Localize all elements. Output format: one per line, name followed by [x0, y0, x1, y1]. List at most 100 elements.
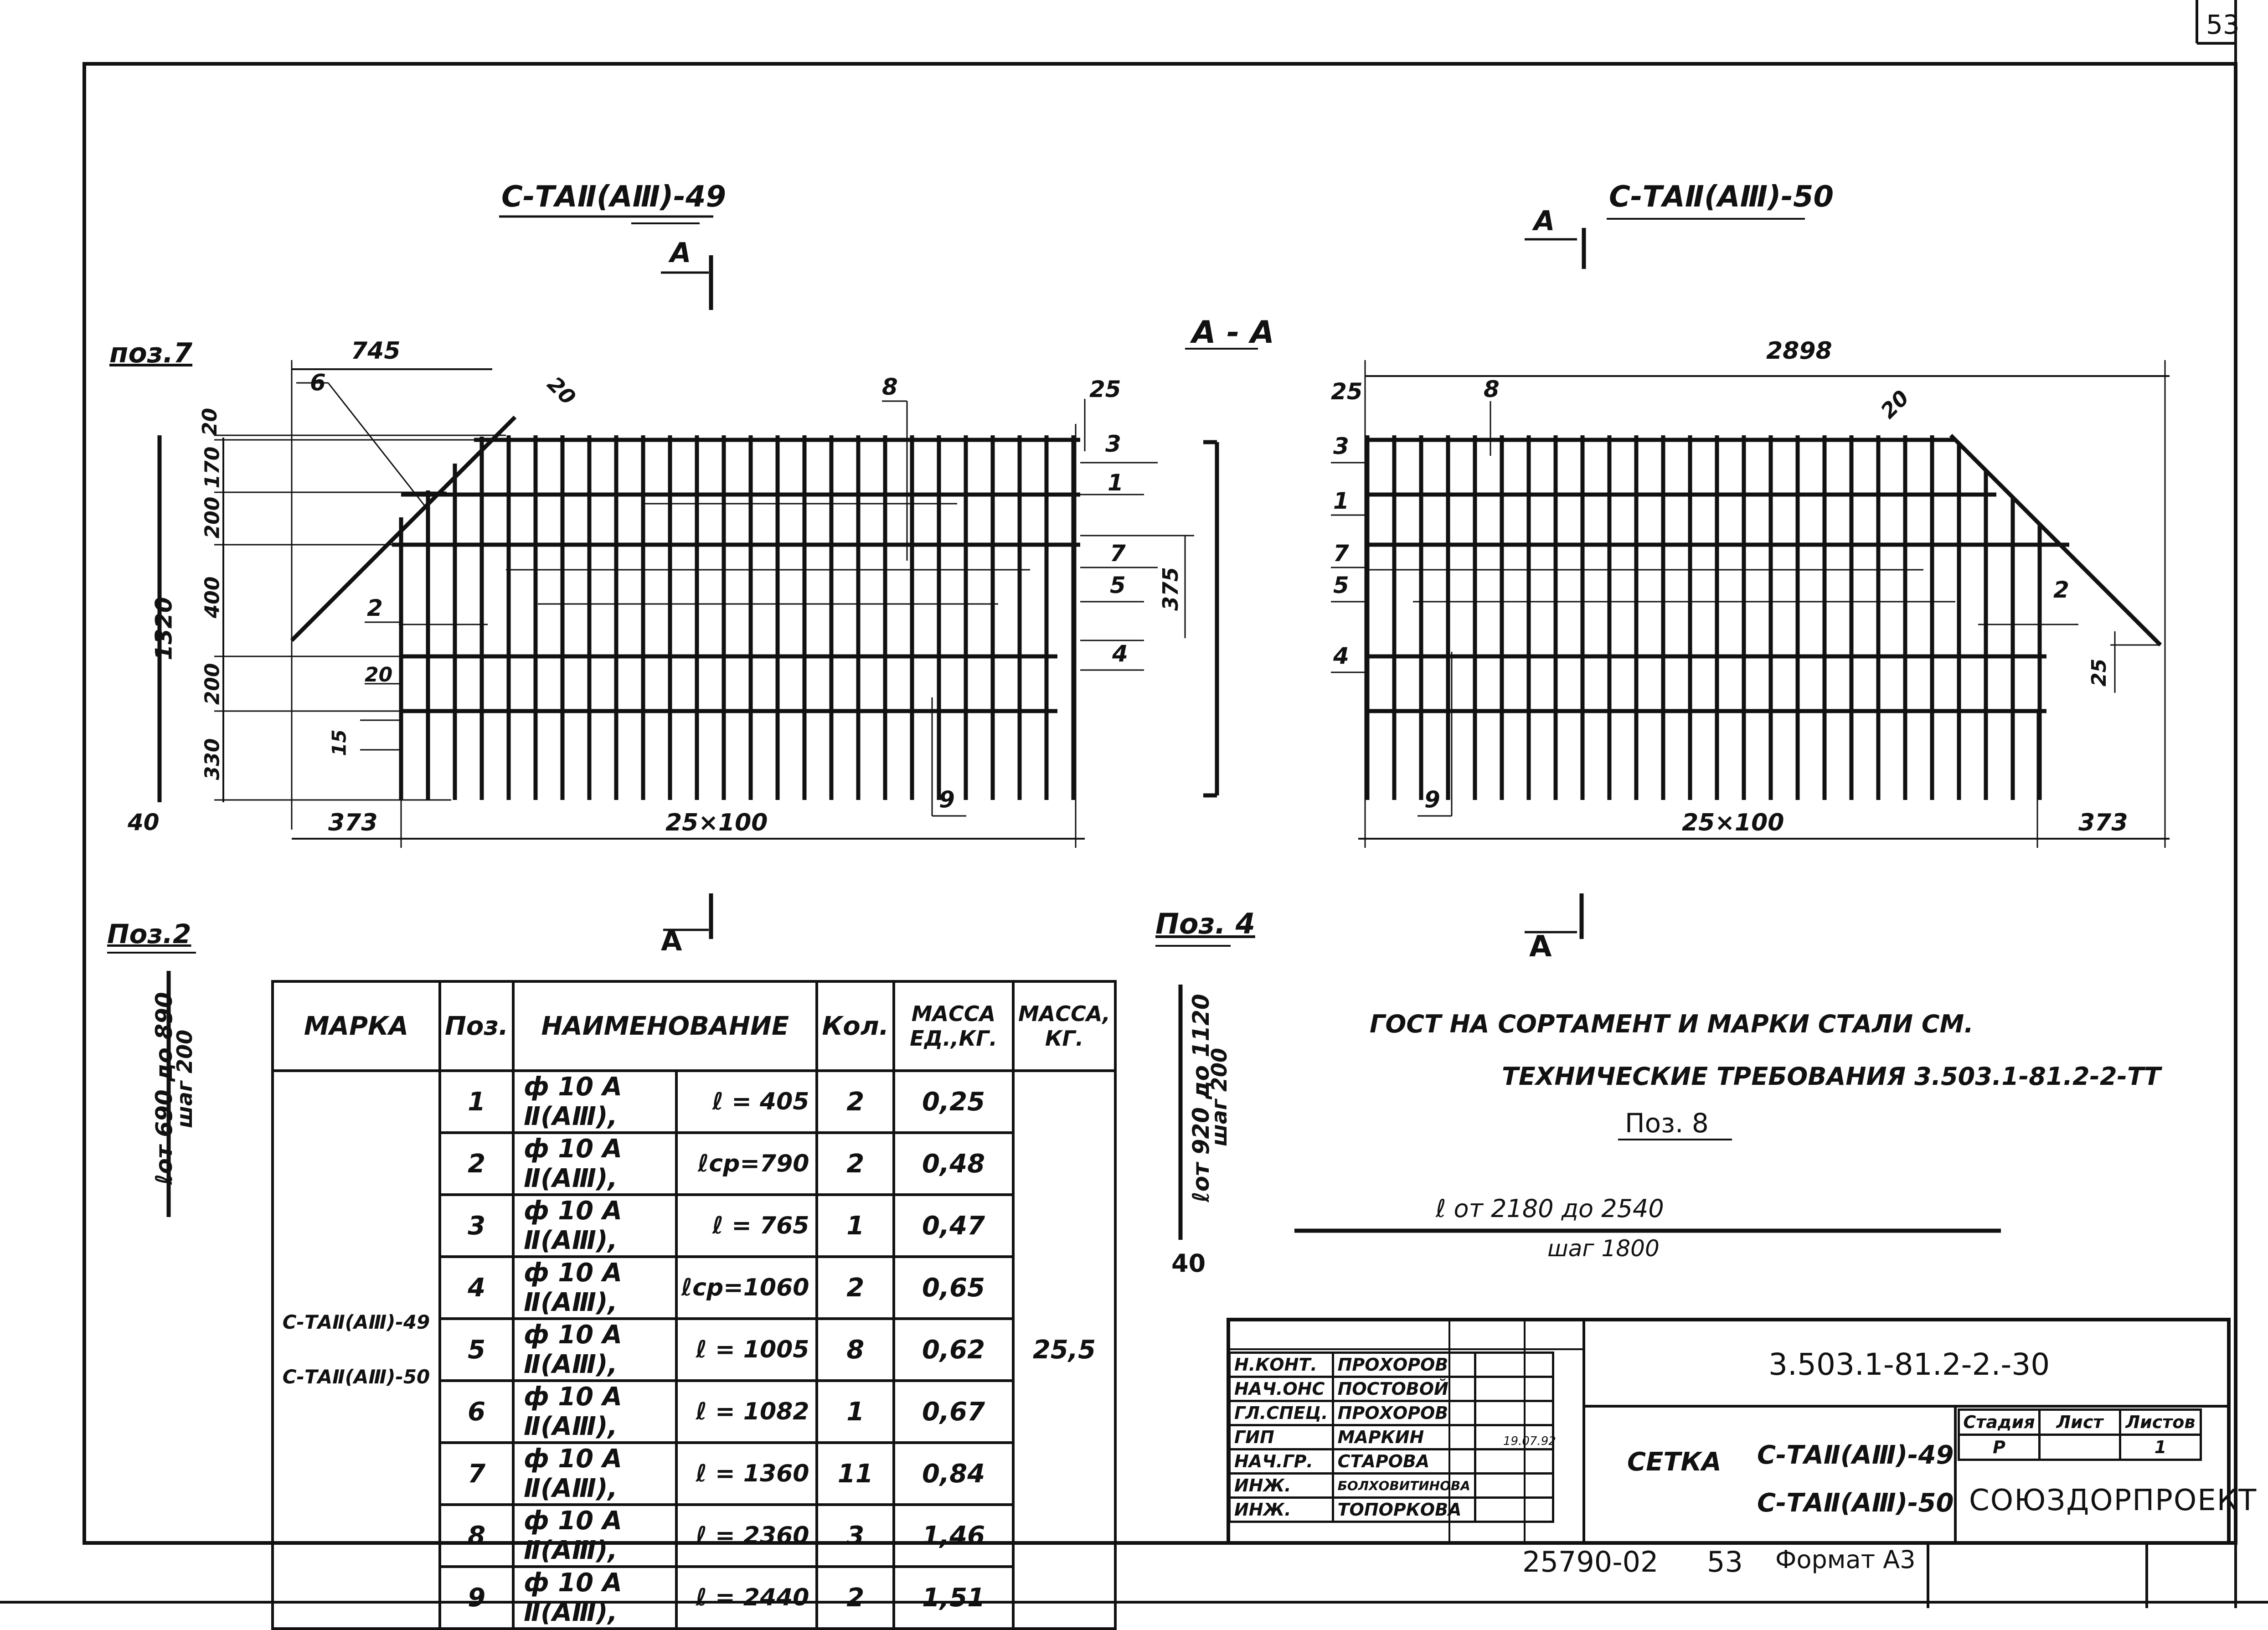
pos-bars	[107, 945, 2001, 1240]
item-mark-1: С-ТАⅡ(АⅢ)-49	[1757, 1440, 1954, 1470]
pos4-step: шаг 200	[1207, 1048, 1232, 1146]
spec-qty: 2	[815, 1565, 896, 1630]
signature-mark	[1474, 1448, 1554, 1475]
spec-header-mark: МАРКА	[271, 980, 441, 1072]
dim-9-right: 9	[1424, 786, 1440, 813]
spec-header-row: МАРКА Поз. НАИМЕНОВАНИЕ Кол. МАССА ЕД.,К…	[271, 980, 1117, 1072]
signature-name: ПРОХОРОВ	[1331, 1400, 1476, 1426]
dim-v200b: 200	[201, 663, 224, 705]
spec-name: ф 10 А Ⅱ(АⅢ),	[512, 1565, 678, 1630]
spec-length: ℓ = 2440	[675, 1565, 819, 1630]
dim-h373-right: 373	[2078, 809, 2128, 836]
dim-375: 375	[1158, 567, 1183, 611]
spec-length: ℓ = 1005	[675, 1317, 819, 1382]
signature-role: ГЛ.СПЕЦ.	[1228, 1400, 1334, 1426]
pos4-dim-40: 40	[1171, 1249, 1206, 1278]
pos2-step: шаг 200	[172, 1030, 197, 1128]
signature-role: ИНЖ.	[1228, 1472, 1334, 1499]
signature-role: Н.КОНТ.	[1228, 1351, 1334, 1378]
signature-name: СТАРОВА	[1331, 1448, 1476, 1475]
spec-pos: 3	[438, 1193, 515, 1258]
spec-name: ф 10 А Ⅱ(АⅢ),	[512, 1379, 678, 1444]
spec-total-mass: 25,5	[1012, 1069, 1117, 1630]
signature-mark	[1474, 1472, 1554, 1499]
sheets-header: Листов	[2119, 1408, 2202, 1436]
spec-pos: 6	[438, 1379, 515, 1444]
dim-4-right: 4	[1333, 643, 1349, 669]
section-aa-line	[1185, 348, 1258, 798]
notes-line-2: ТЕХНИЧЕСКИЕ ТРЕБОВАНИЯ 3.503.1-81.2-2-ТТ	[1502, 1062, 2161, 1091]
spec-mark-1: С-ТАⅡ(АⅢ)-49	[282, 1311, 430, 1333]
dim-3-right: 3	[1333, 433, 1349, 459]
organization: СОЮЗДОРПРОЕКТ	[1969, 1484, 2258, 1517]
dim-1-left: 1	[1108, 469, 1124, 496]
dim-2898: 2898	[1766, 337, 1832, 365]
left-section-mark-bottom: А	[661, 925, 682, 957]
spec-mass-unit: 0,48	[892, 1131, 1015, 1196]
dim-2-right: 2	[2053, 577, 2069, 603]
dim-25-right-vert: 25	[2088, 658, 2111, 687]
signature-row: НАЧ.ГР.СТАРОВА	[1228, 1448, 1554, 1475]
left-mesh	[157, 215, 1194, 939]
pos8-step: шаг 1800	[1547, 1235, 1660, 1262]
spec-qty: 1	[815, 1193, 896, 1258]
spec-mass-unit: 0,67	[892, 1379, 1015, 1444]
spec-pos: 4	[438, 1255, 515, 1320]
spec-header-mass-unit: МАССА ЕД.,КГ.	[892, 980, 1015, 1072]
signature-mark	[1474, 1351, 1554, 1378]
signature-role: НАЧ.ГР.	[1228, 1448, 1334, 1475]
spec-length: ℓср=790	[675, 1131, 819, 1196]
spec-header-pos: Поз.	[438, 980, 515, 1072]
signature-role: ГИП	[1228, 1424, 1334, 1450]
dim-745: 745	[351, 337, 401, 365]
spec-length: ℓ = 765	[675, 1193, 819, 1258]
dim-v170: 170	[201, 446, 224, 489]
dim-v40: 40	[128, 809, 160, 836]
stage-value: Р	[1958, 1434, 2041, 1461]
pos4-label: Поз. 4	[1155, 907, 1255, 940]
spec-qty: 2	[815, 1255, 896, 1320]
spec-mass-unit: 0,84	[892, 1441, 1015, 1506]
spec-mass-unit: 1,51	[892, 1565, 1015, 1630]
spec-pos: 5	[438, 1317, 515, 1382]
sheets-value: 1	[2119, 1434, 2202, 1461]
dim-25-left: 25	[1089, 376, 1121, 402]
spec-pos: 8	[438, 1503, 515, 1568]
signature-mark	[1474, 1424, 1554, 1450]
right-section-mark-bottom: А	[1529, 930, 1552, 964]
signature-mark	[1474, 1496, 1554, 1523]
spec-name: ф 10 А Ⅱ(АⅢ),	[512, 1441, 678, 1506]
dim-v400: 400	[201, 576, 224, 619]
spec-name: ф 10 А Ⅱ(АⅢ),	[512, 1069, 678, 1134]
inventory-number: 25790-02	[1522, 1545, 1659, 1578]
dim-v200a: 200	[201, 496, 224, 539]
signature-name: МАРКИН	[1331, 1424, 1476, 1450]
dim-5-left: 5	[1110, 572, 1126, 598]
dim-v330: 330	[201, 738, 224, 780]
dim-15-left: 15	[328, 729, 351, 756]
signature-name: ПОСТОВОЙ	[1331, 1376, 1476, 1402]
spec-qty: 11	[815, 1441, 896, 1506]
approval-date: 19.07.92	[1503, 1434, 1556, 1448]
spec-length: ℓср=1060	[675, 1255, 819, 1320]
spec-name: ф 10 А Ⅱ(АⅢ),	[512, 1193, 678, 1258]
dim-2-left: 2	[367, 595, 383, 621]
item-title: СЕТКА	[1627, 1447, 1722, 1477]
sheet-header: Лист	[2038, 1408, 2121, 1436]
pos2-label: Поз.2	[107, 918, 191, 949]
spec-mass-unit: 0,47	[892, 1193, 1015, 1258]
spec-qty: 3	[815, 1503, 896, 1568]
right-mesh	[1331, 218, 2170, 939]
spec-name: ф 10 А Ⅱ(АⅢ),	[512, 1503, 678, 1568]
right-section-mark-top: А	[1534, 205, 1555, 237]
spec-name: ф 10 А Ⅱ(АⅢ),	[512, 1317, 678, 1382]
left-section-mark-top: А	[670, 237, 691, 269]
spec-qty: 1	[815, 1379, 896, 1444]
